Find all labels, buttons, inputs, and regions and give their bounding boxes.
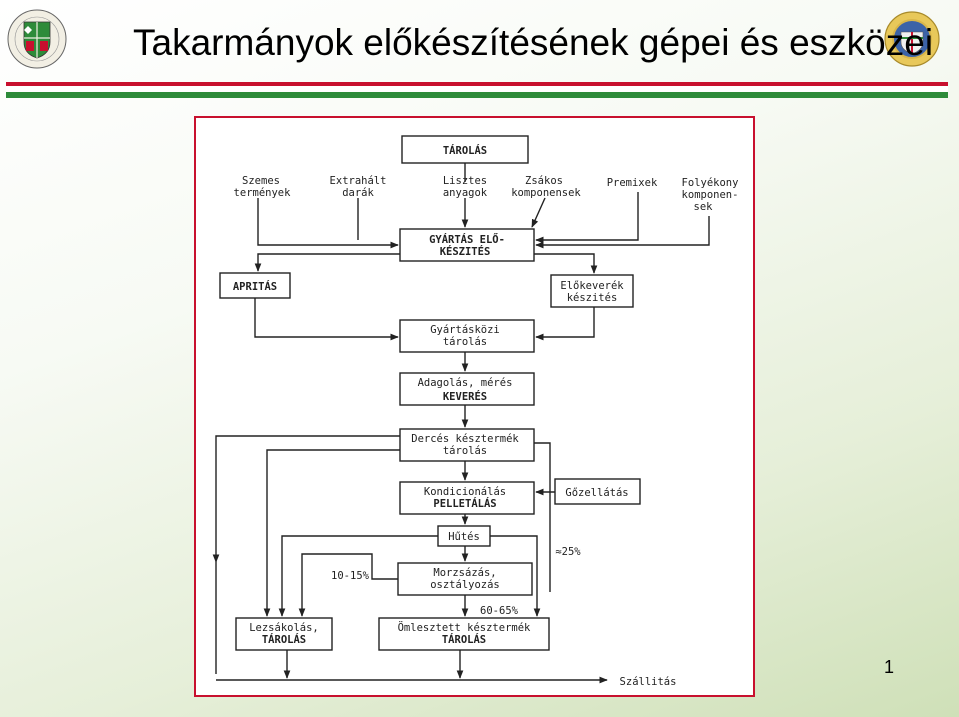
- page-number: 1: [884, 657, 895, 677]
- label-tarolas: TÁROLÁS: [443, 144, 487, 157]
- flowchart-frame: TÁROLÁS Szemes termények Extrahált darák…: [194, 116, 755, 697]
- label-omlesztett-2: TÁROLÁS: [442, 633, 486, 646]
- box-elokeverek: [550, 274, 634, 308]
- annotation-25-percent: ≈25%: [555, 546, 581, 558]
- label-kondicionalas-1: Kondicionálás: [424, 486, 506, 498]
- label-extrahalt-2: darák: [342, 187, 374, 199]
- faculty-seal-logo: [884, 11, 940, 67]
- label-apritas: APRITÁS: [233, 280, 277, 293]
- box-kondicionalas: [399, 481, 535, 515]
- label-folyekony-3: sek: [694, 201, 714, 213]
- annotation-60-65-percent: 60-65%: [480, 605, 519, 617]
- label-gyartaskozi-2: tárolás: [443, 336, 487, 348]
- annotation-10-15-percent: 10-15%: [331, 570, 370, 582]
- label-gyartas-1: GYÁRTÁS ELŐ-: [429, 232, 505, 246]
- label-folyekony-2: komponen-: [682, 189, 739, 201]
- label-zsakos-1: Zsákos: [525, 175, 563, 187]
- label-szallitas: Szállitás: [620, 676, 677, 688]
- label-hutes: Hűtés: [448, 531, 480, 543]
- label-szemes-1: Szemes: [242, 175, 280, 187]
- feed-processing-flowchart: TÁROLÁS Szemes termények Extrahált darák…: [212, 135, 739, 688]
- university-crest-logo: [7, 9, 67, 69]
- label-lisztes-1: Lisztes: [443, 175, 487, 187]
- label-lezsakolas-2: TÁROLÁS: [262, 633, 306, 646]
- label-adagolas-1: Adagolás, mérés: [418, 377, 513, 389]
- slide-title: Takarmányok előkészítésének gépei és esz…: [133, 22, 934, 63]
- box-gyartaskozi: [399, 319, 535, 353]
- label-premixek: Premixek: [607, 177, 658, 189]
- label-adagolas-2: KEVERÉS: [443, 390, 487, 403]
- label-gyartaskozi-1: Gyártásközi: [430, 324, 500, 336]
- label-morzsazas-1: Morzsázás,: [433, 567, 496, 579]
- label-gyartas-2: KÉSZITÉS: [440, 245, 491, 258]
- label-kondicionalas-2: PELLETÁLÁS: [433, 497, 496, 510]
- tricolor-divider: [6, 82, 948, 98]
- box-lezsakolas: [235, 617, 333, 651]
- box-omlesztett: [378, 617, 550, 651]
- label-szemes-2: termények: [234, 187, 292, 199]
- label-morzsazas-2: osztályozás: [430, 579, 500, 591]
- label-gozellatas: Gőzellátás: [565, 487, 628, 499]
- label-omlesztett-1: Ömlesztett késztermék: [398, 621, 531, 634]
- label-zsakos-2: komponensek: [511, 187, 581, 199]
- label-elokeverek-1: Előkeverék: [560, 280, 624, 292]
- label-extrahalt-1: Extrahált: [330, 175, 387, 187]
- label-derces-1: Dercés késztermék: [411, 433, 519, 445]
- label-lisztes-2: anyagok: [443, 187, 488, 199]
- box-gyartas-elokeszites: [399, 228, 535, 262]
- label-folyekony-1: Folyékony: [682, 177, 739, 189]
- label-derces-2: tárolás: [443, 445, 487, 457]
- label-lezsakolas-1: Lezsákolás,: [249, 622, 319, 634]
- box-adagolas: [399, 372, 535, 406]
- box-derces: [399, 428, 535, 462]
- label-elokeverek-2: készités: [567, 292, 618, 304]
